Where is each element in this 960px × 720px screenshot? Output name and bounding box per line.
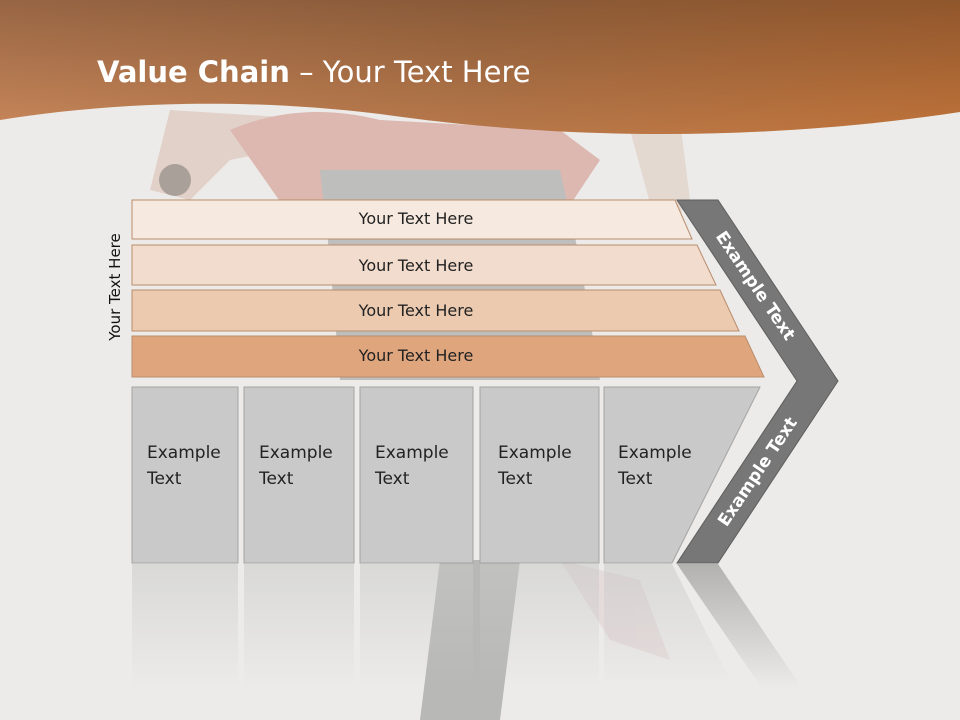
band-4-label: Your Text Here <box>358 346 474 365</box>
title-rest: – Your Text Here <box>289 55 531 89</box>
band-1 <box>131 199 693 240</box>
band-3 <box>131 289 740 332</box>
column-3-label: Example Text <box>375 443 449 489</box>
column-4-box <box>479 386 600 564</box>
band-2-label: Your Text Here <box>358 256 474 275</box>
band-2 <box>131 244 717 286</box>
band-3-label: Your Text Here <box>358 301 474 320</box>
band-1-label: Your Text Here <box>358 209 474 228</box>
page-title: Value Chain – Your Text Here <box>97 55 531 89</box>
column-5-label: Example Text <box>618 443 692 489</box>
column-2-box <box>243 386 355 564</box>
chevron-arrow <box>676 199 839 564</box>
column-4-label: Example Text <box>498 443 572 489</box>
column-1-label: Example Text <box>147 443 221 489</box>
band-4 <box>131 335 765 378</box>
reflection <box>132 564 810 720</box>
column-1-box <box>131 386 239 564</box>
column-2-label: Example Text <box>259 443 333 489</box>
header-banner <box>0 0 960 134</box>
column-3-box <box>359 386 474 564</box>
title-bold: Value Chain <box>97 55 290 89</box>
column-5-box <box>603 386 761 564</box>
